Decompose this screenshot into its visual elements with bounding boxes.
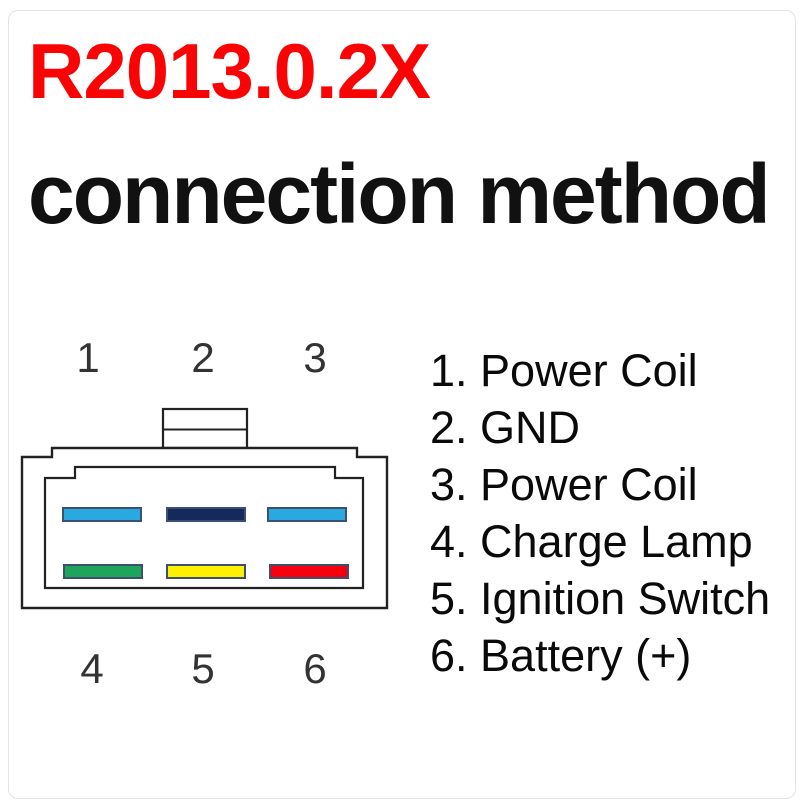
pin-number-3: 3 xyxy=(303,334,326,381)
pin-number-2: 2 xyxy=(191,334,214,381)
legend-item-5: 5. Ignition Switch xyxy=(430,573,771,624)
model-number-title: R2013.0.2X xyxy=(28,27,431,115)
pin-4-wire xyxy=(63,564,143,579)
connector-inner-housing xyxy=(43,465,365,590)
legend-item-1: 1. Power Coil xyxy=(430,345,698,396)
pin-number-1: 1 xyxy=(76,334,99,381)
pin-number-6: 6 xyxy=(303,645,326,692)
legend-item-6: 6. Battery (+) xyxy=(430,630,692,681)
legend-item-3: 3. Power Coil xyxy=(430,459,698,510)
pin-1-wire xyxy=(62,507,142,522)
legend-item-4: 4. Charge Lamp xyxy=(430,516,753,567)
pin-6-wire xyxy=(269,564,349,579)
connection-method-heading: connection method xyxy=(28,147,771,241)
pin-5-wire xyxy=(166,564,246,579)
pin-3-wire xyxy=(267,507,347,522)
connector-diagram: 1 2 3 4 5 6 xyxy=(20,334,389,692)
pin-legend: 1. Power Coil 2. GND 3. Power Coil 4. Ch… xyxy=(430,342,770,684)
pin-2-wire xyxy=(166,507,246,522)
pin-number-5: 5 xyxy=(191,645,214,692)
pin-number-4: 4 xyxy=(80,645,103,692)
legend-item-2: 2. GND xyxy=(430,402,581,453)
